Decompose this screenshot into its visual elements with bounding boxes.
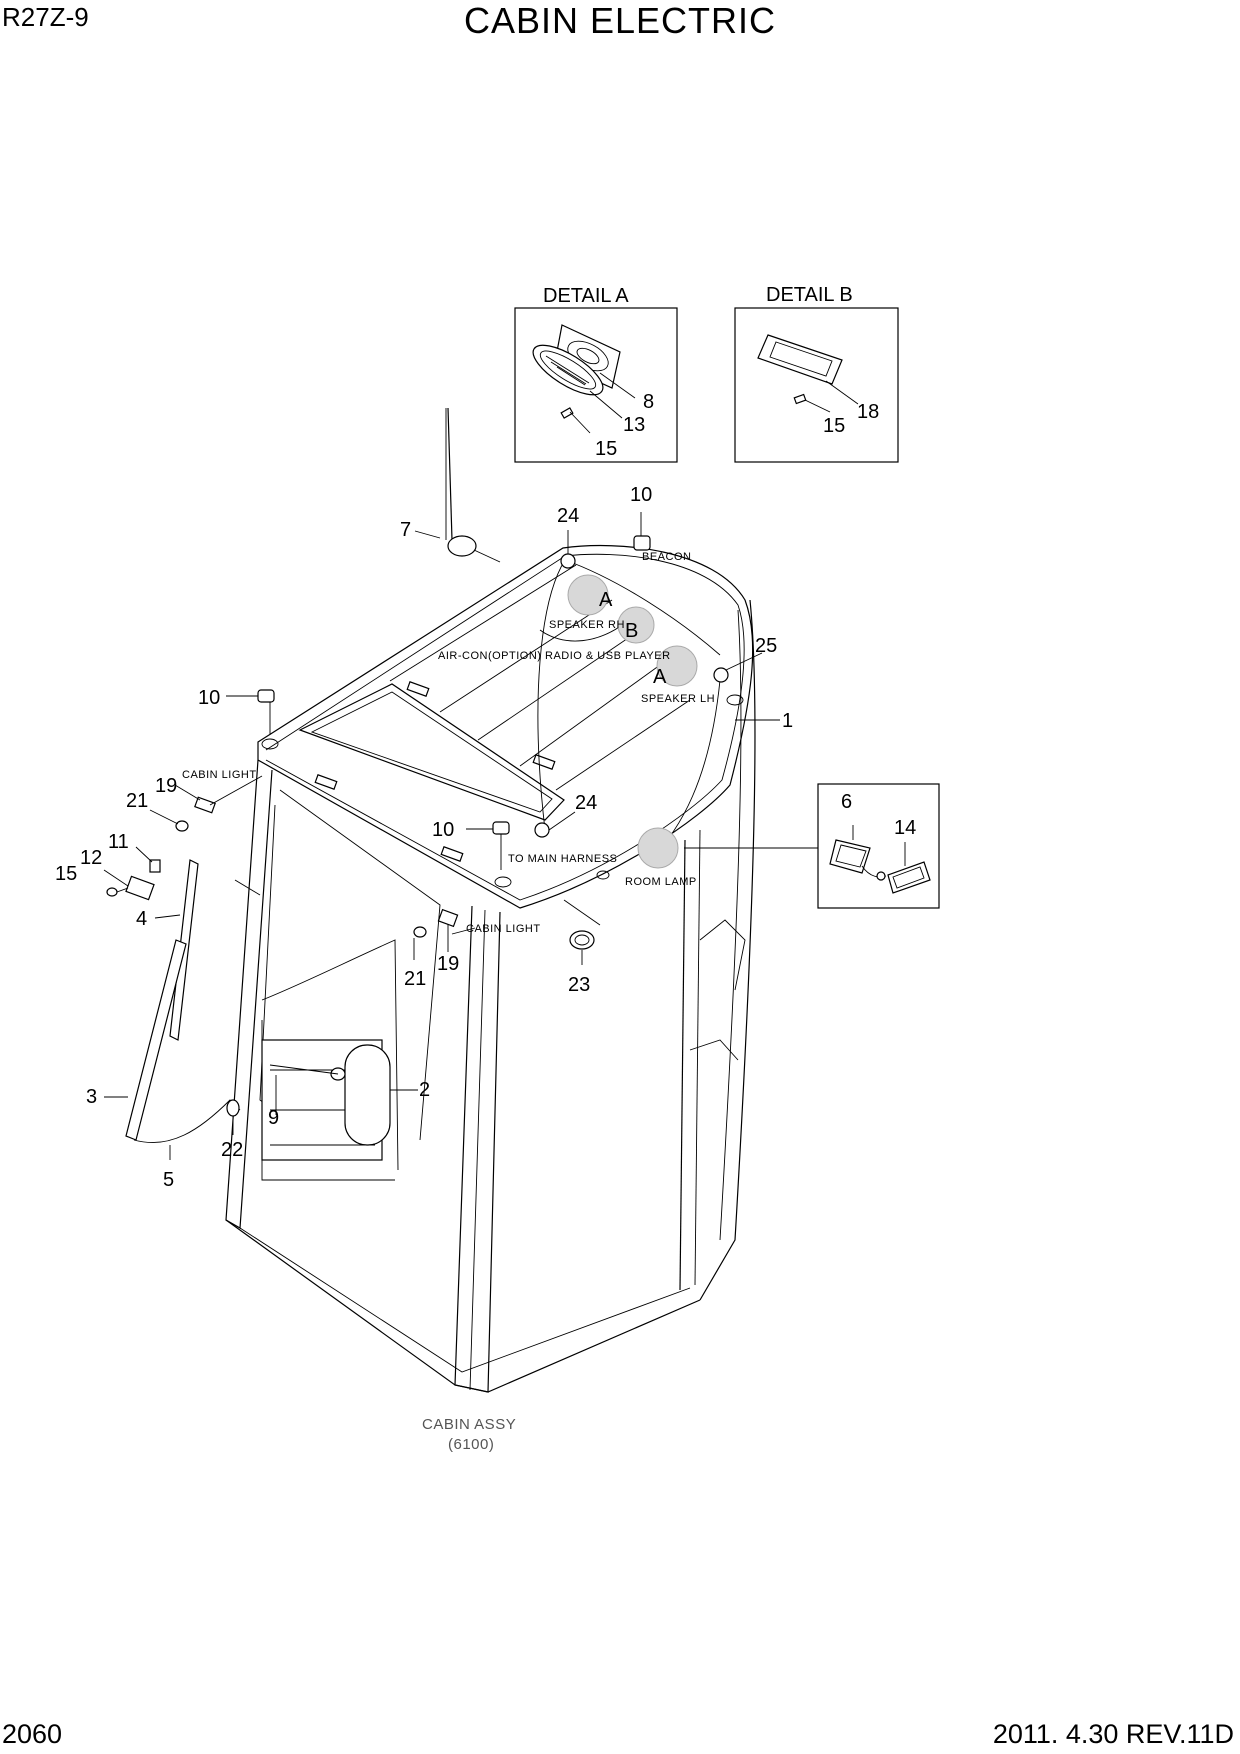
cabin-assy-label: CABIN ASSY — [422, 1416, 516, 1433]
detail-a: DETAIL A 8 13 15 — [514, 285, 678, 463]
detail-a-box — [514, 307, 678, 463]
callout-18: 18 — [857, 401, 879, 423]
callout-9: 9 — [268, 1107, 279, 1129]
speaker-lh-label: SPEAKER LH — [641, 693, 715, 705]
cabin-roof — [257, 544, 754, 909]
bracket-12 — [125, 875, 155, 901]
grommet-25 — [713, 667, 729, 683]
revision-date: 2011. 4.30 REV.11D — [992, 1719, 1234, 1749]
callout-10-left: 10 — [198, 687, 220, 709]
callout-10-middle: 10 — [432, 819, 454, 841]
callout-15-detail-a: 15 — [595, 438, 617, 460]
speaker-rh-label: SPEAKER RH — [549, 619, 625, 631]
screw-15-detail-a — [560, 407, 574, 419]
bolt-21-left — [175, 820, 189, 832]
lamp-bezel-illustration — [757, 334, 859, 413]
screw-15-wiper — [106, 887, 118, 897]
wiper-assembly — [103, 846, 261, 1160]
callout-19-center: 19 — [437, 953, 459, 975]
room-lamp-ref-circle — [637, 827, 679, 869]
wiper-motor — [269, 1044, 418, 1146]
detail-ref-a-rh: A — [599, 589, 613, 611]
antenna-base — [447, 535, 477, 557]
callout-23: 23 — [568, 974, 590, 996]
detail-ref-a-lh: A — [653, 666, 667, 688]
callout-24-top: 24 — [557, 505, 579, 527]
callout-13: 13 — [623, 414, 645, 436]
roof-harness — [537, 559, 721, 861]
callout-21-center: 21 — [404, 968, 426, 990]
callout-7: 7 — [400, 519, 411, 541]
callout-22: 22 — [221, 1139, 243, 1161]
detail-a-ref-circle-rh — [567, 574, 609, 616]
plug-10-middle — [492, 821, 510, 835]
callout-24-bottom: 24 — [575, 792, 597, 814]
cabin-light-bracket-19-left — [194, 796, 216, 814]
callout-5: 5 — [163, 1169, 174, 1191]
callout-6: 6 — [841, 791, 852, 813]
callout-11: 11 — [108, 831, 129, 853]
model-number: R27Z-9 — [2, 2, 89, 32]
aircon-label: AIR-CON(OPTION) — [438, 650, 541, 662]
detail-b-title: DETAIL B — [766, 284, 853, 306]
bracket-11 — [149, 859, 161, 873]
detail-ref-b: B — [625, 620, 638, 642]
callout-4: 4 — [136, 908, 147, 930]
beacon-label: BEACON — [642, 551, 691, 563]
detail-a-ref-circle-lh — [656, 645, 698, 687]
callout-12: 12 — [80, 847, 102, 869]
plug-10-left — [257, 689, 275, 703]
page-number: 2060 — [2, 1719, 63, 1749]
to-main-harness-label: TO MAIN HARNESS — [508, 853, 617, 865]
detail-b-ref-circle — [617, 606, 655, 644]
callout-15-detail-b: 15 — [823, 415, 845, 437]
antenna — [414, 407, 501, 563]
grommet-22 — [226, 1099, 240, 1117]
callout-8: 8 — [643, 391, 654, 413]
detail-room-lamp-box — [817, 783, 940, 909]
callout-1: 1 — [782, 710, 793, 732]
callout-2: 2 — [419, 1079, 430, 1101]
detail-b-box — [734, 307, 899, 463]
room-lamp-lens — [887, 861, 931, 894]
bolt-21-center — [413, 926, 427, 938]
callout-10-beacon: 10 — [630, 484, 652, 506]
radio-label: RADIO & USB PLAYER — [545, 650, 671, 662]
callout-14: 14 — [894, 817, 916, 839]
room-lamp-label: ROOM LAMP — [625, 876, 697, 888]
speaker-illustration — [532, 324, 636, 434]
screw-15-detail-b — [793, 393, 807, 405]
beacon-plug — [633, 535, 651, 551]
callout-19-left: 19 — [155, 775, 177, 797]
cabin-light-bracket-19-center — [437, 908, 459, 928]
wiper-motor-2 — [344, 1044, 391, 1146]
cabin-assy-code: (6100) — [448, 1436, 494, 1453]
callout-3: 3 — [86, 1086, 97, 1108]
grommet-24-top — [560, 553, 576, 569]
detail-b: DETAIL B 18 15 — [734, 284, 899, 463]
cabin-light-label-center: CABIN LIGHT — [466, 923, 541, 935]
detail-room-lamp: 6 14 — [817, 783, 940, 909]
seal-23 — [569, 930, 595, 950]
page-title: CABIN ELECTRIC — [463, 0, 777, 41]
detail-a-title: DETAIL A — [543, 285, 629, 307]
callout-25: 25 — [755, 635, 777, 657]
callout-21-left: 21 — [126, 790, 148, 812]
cabin-light-label-left: CABIN LIGHT — [182, 769, 257, 781]
cabin-frame — [225, 599, 756, 1393]
grommet-24-bottom — [534, 822, 550, 838]
wiper-arm-3 — [125, 939, 187, 1141]
callout-15-wiper: 15 — [55, 863, 77, 885]
